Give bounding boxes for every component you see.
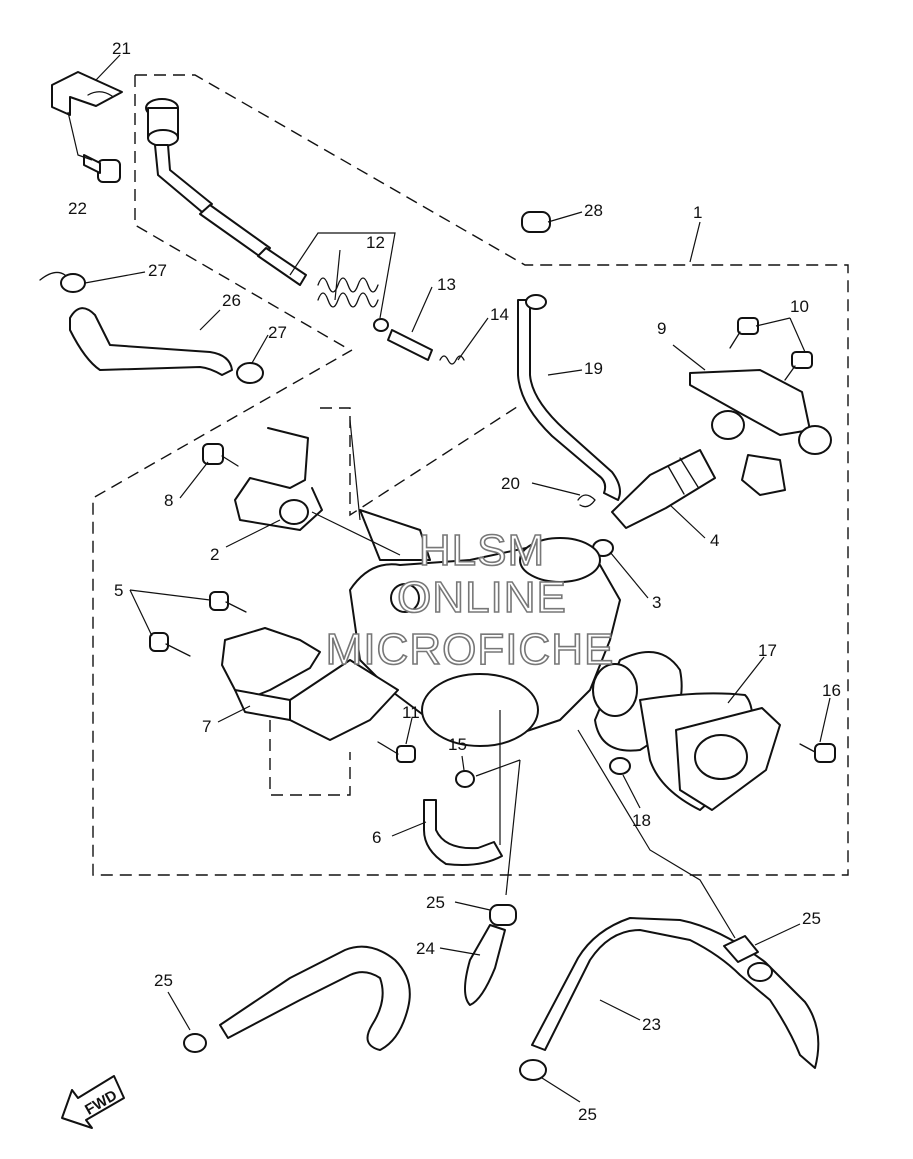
hose-part-26 xyxy=(69,307,233,376)
callout-23: 23 xyxy=(642,1015,661,1034)
clamp-part-25a xyxy=(183,1033,207,1053)
callout-27b: 27 xyxy=(268,323,287,342)
leader-lines xyxy=(67,54,831,1103)
callout-10: 10 xyxy=(790,297,809,316)
bracket-part-7 xyxy=(221,627,399,741)
nut-part-15 xyxy=(455,770,475,788)
screw-part-5a xyxy=(209,591,247,613)
assembly-boundary xyxy=(92,74,849,876)
callout-28: 28 xyxy=(584,201,603,220)
clamp-part-25b xyxy=(489,904,517,926)
callout-20: 20 xyxy=(501,474,520,493)
callout-27a: 27 xyxy=(148,261,167,280)
throttle-body-part-1 xyxy=(349,509,683,752)
clamp-part-25d xyxy=(519,1059,547,1081)
washer-part-18 xyxy=(609,757,631,775)
callout-25d: 25 xyxy=(578,1105,597,1124)
callout-12: 12 xyxy=(366,233,385,252)
watermark-line-2: ONLINE xyxy=(397,573,567,622)
callout-19: 19 xyxy=(584,359,603,378)
callout-1: 1 xyxy=(693,203,702,222)
bolt-part-10b xyxy=(784,351,813,381)
callout-22: 22 xyxy=(68,199,87,218)
hose-part-19 xyxy=(517,294,621,501)
callout-labels: 21 22 12 27 26 27 13 14 28 1 19 10 9 8 2… xyxy=(68,39,841,1124)
callout-2: 2 xyxy=(210,545,219,564)
screw-part-8 xyxy=(202,443,239,467)
callout-24: 24 xyxy=(416,939,435,958)
forward-direction-arrow: FWD xyxy=(61,1075,125,1129)
fuel-rail-part-9 xyxy=(689,369,832,496)
watermark-line-3: MICROFICHE xyxy=(326,625,615,674)
callout-13: 13 xyxy=(437,275,456,294)
throttle-sensor-part-2 xyxy=(234,427,323,531)
watermark-line-1: HLSM xyxy=(419,526,545,575)
callout-25c: 25 xyxy=(154,971,173,990)
callout-21: 21 xyxy=(112,39,131,58)
callout-18: 18 xyxy=(632,811,651,830)
callout-9: 9 xyxy=(657,319,666,338)
clamp-part-28 xyxy=(521,211,551,233)
spring-part-14 xyxy=(439,355,465,365)
callout-8: 8 xyxy=(164,491,173,510)
cover-part-17b xyxy=(675,707,781,811)
pin-part-13 xyxy=(387,329,433,361)
fuel-cap-assembly xyxy=(145,98,307,286)
hose-part-23 xyxy=(531,917,820,1069)
callout-16: 16 xyxy=(822,681,841,700)
clip-part-21 xyxy=(51,71,123,116)
screw-part-5b xyxy=(149,632,191,657)
clip-part-20 xyxy=(577,494,596,508)
callout-6: 6 xyxy=(372,828,381,847)
spring-part-12 xyxy=(317,277,389,332)
callout-25b: 25 xyxy=(802,909,821,928)
callout-25a: 25 xyxy=(426,893,445,912)
clamp-part-27a xyxy=(39,271,86,293)
callout-11: 11 xyxy=(402,703,420,722)
clamp-part-27b xyxy=(236,362,264,384)
callout-5: 5 xyxy=(114,581,123,600)
callout-15: 15 xyxy=(448,735,467,754)
hose-part-6 xyxy=(423,799,503,866)
callout-26: 26 xyxy=(222,291,241,310)
bolt-part-22 xyxy=(83,154,121,183)
bolt-part-10a xyxy=(729,317,759,349)
hose-part-24 xyxy=(219,924,506,1051)
callout-17: 17 xyxy=(758,641,777,660)
clamp-part-25c xyxy=(723,935,759,963)
injector-part-4 xyxy=(611,449,716,529)
watermark: HLSM ONLINE MICROFICHE xyxy=(325,525,615,675)
bolt-part-11 xyxy=(377,741,416,763)
callout-4: 4 xyxy=(710,531,719,550)
bolt-part-16 xyxy=(799,743,836,763)
callout-7: 7 xyxy=(202,717,211,736)
callout-3: 3 xyxy=(652,593,661,612)
callout-14: 14 xyxy=(490,305,509,324)
